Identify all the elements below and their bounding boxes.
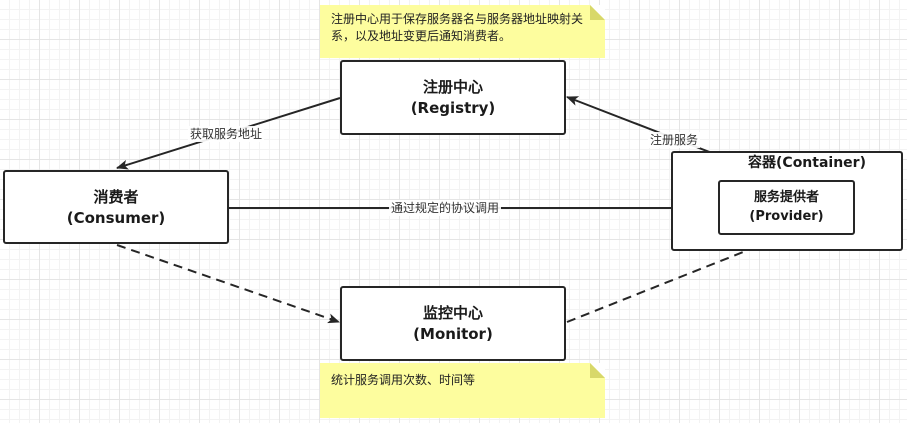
provider-node[interactable]: 服务提供者 (Provider) (718, 180, 855, 235)
registry-note-text: 注册中心用于保存服务器名与服务器地址映射关系，以及地址变更后通知消费者。 (331, 12, 584, 43)
edge-label-invoke: 通过规定的协议调用 (389, 200, 502, 216)
edge-label-get-address: 获取服务地址 (188, 126, 265, 142)
registry-title: 注册中心 (422, 78, 483, 96)
registry-node[interactable]: 注册中心 (Registry) (340, 60, 566, 135)
registry-note: 注册中心用于保存服务器名与服务器地址映射关系，以及地址变更后通知消费者。 (320, 5, 605, 58)
consumer-title: 消费者 (93, 188, 139, 206)
container-title: 容器(Container) (748, 155, 866, 171)
registry-label: 注册中心 (Registry) (342, 77, 564, 119)
consumer-node[interactable]: 消费者 (Consumer) (3, 170, 229, 244)
monitor-node[interactable]: 监控中心 (Monitor) (340, 286, 566, 361)
provider-title: 服务提供者 (753, 190, 819, 205)
monitor-title: 监控中心 (422, 304, 483, 322)
provider-label: 服务提供者 (Provider) (720, 188, 853, 226)
edge-consumer-monitor (116, 244, 340, 324)
registry-subtitle: (Registry) (410, 99, 496, 117)
note-fold-shadow (590, 5, 605, 20)
note-fold-shadow (590, 363, 605, 378)
edge-label-register: 注册服务 (648, 132, 701, 148)
monitor-subtitle: (Monitor) (413, 325, 493, 343)
monitor-label: 监控中心 (Monitor) (342, 303, 564, 345)
provider-subtitle: (Provider) (749, 209, 824, 224)
consumer-subtitle: (Consumer) (66, 209, 166, 227)
monitor-note: 统计服务调用次数、时间等 (320, 363, 605, 418)
monitor-note-text: 统计服务调用次数、时间等 (331, 373, 476, 387)
consumer-label: 消费者 (Consumer) (5, 187, 227, 229)
